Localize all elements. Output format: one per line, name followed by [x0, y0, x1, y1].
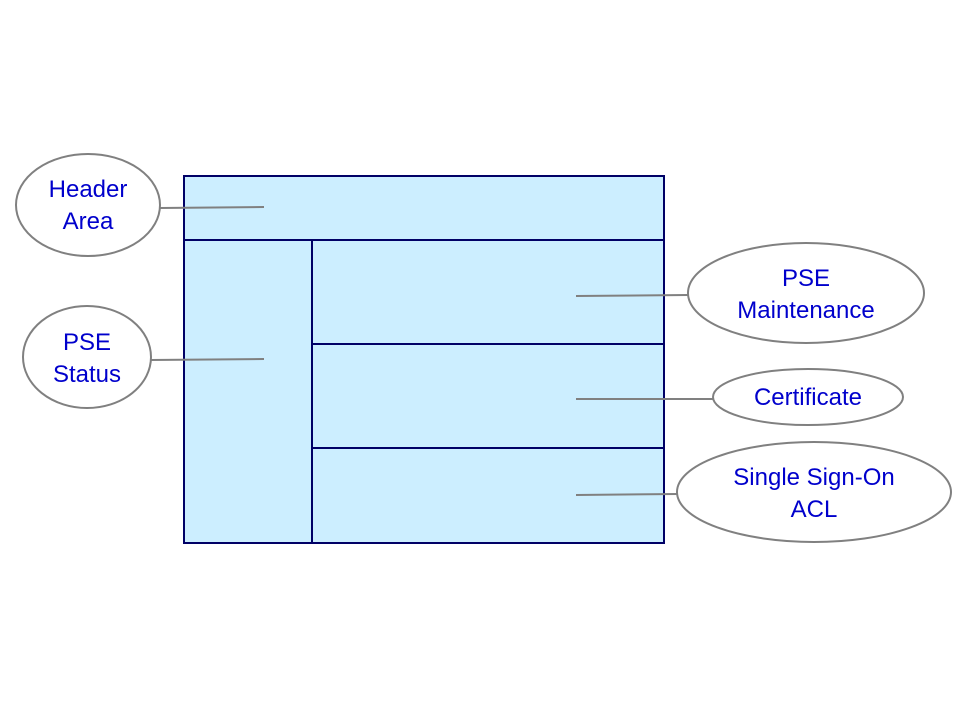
sso-acl-label-2: ACL — [791, 496, 838, 523]
sso-acl-callout — [676, 441, 952, 543]
status-connector — [149, 358, 265, 361]
sso-acl-label-1: Single Sign-On — [733, 464, 894, 491]
header-area-label-1: Header — [49, 176, 128, 203]
certificate-panel — [311, 343, 665, 449]
pse-status-callout — [22, 305, 152, 409]
pse-maintenance-panel — [311, 239, 665, 345]
header-area-callout — [15, 153, 161, 257]
header-area-label-2: Area — [63, 208, 114, 235]
pse-maintenance-label-1: PSE — [782, 265, 830, 292]
certificate-label: Certificate — [754, 384, 862, 411]
certificate-callout — [712, 368, 904, 426]
header-connector — [159, 206, 265, 209]
pse-maintenance-label-2: Maintenance — [737, 297, 874, 324]
pse-status-panel — [183, 239, 313, 544]
maintenance-connector — [575, 294, 689, 297]
pse-status-label-2: Status — [53, 361, 121, 388]
pse-status-label-1: PSE — [63, 329, 111, 356]
pse-maintenance-callout — [687, 242, 925, 344]
sso-connector — [575, 493, 679, 496]
